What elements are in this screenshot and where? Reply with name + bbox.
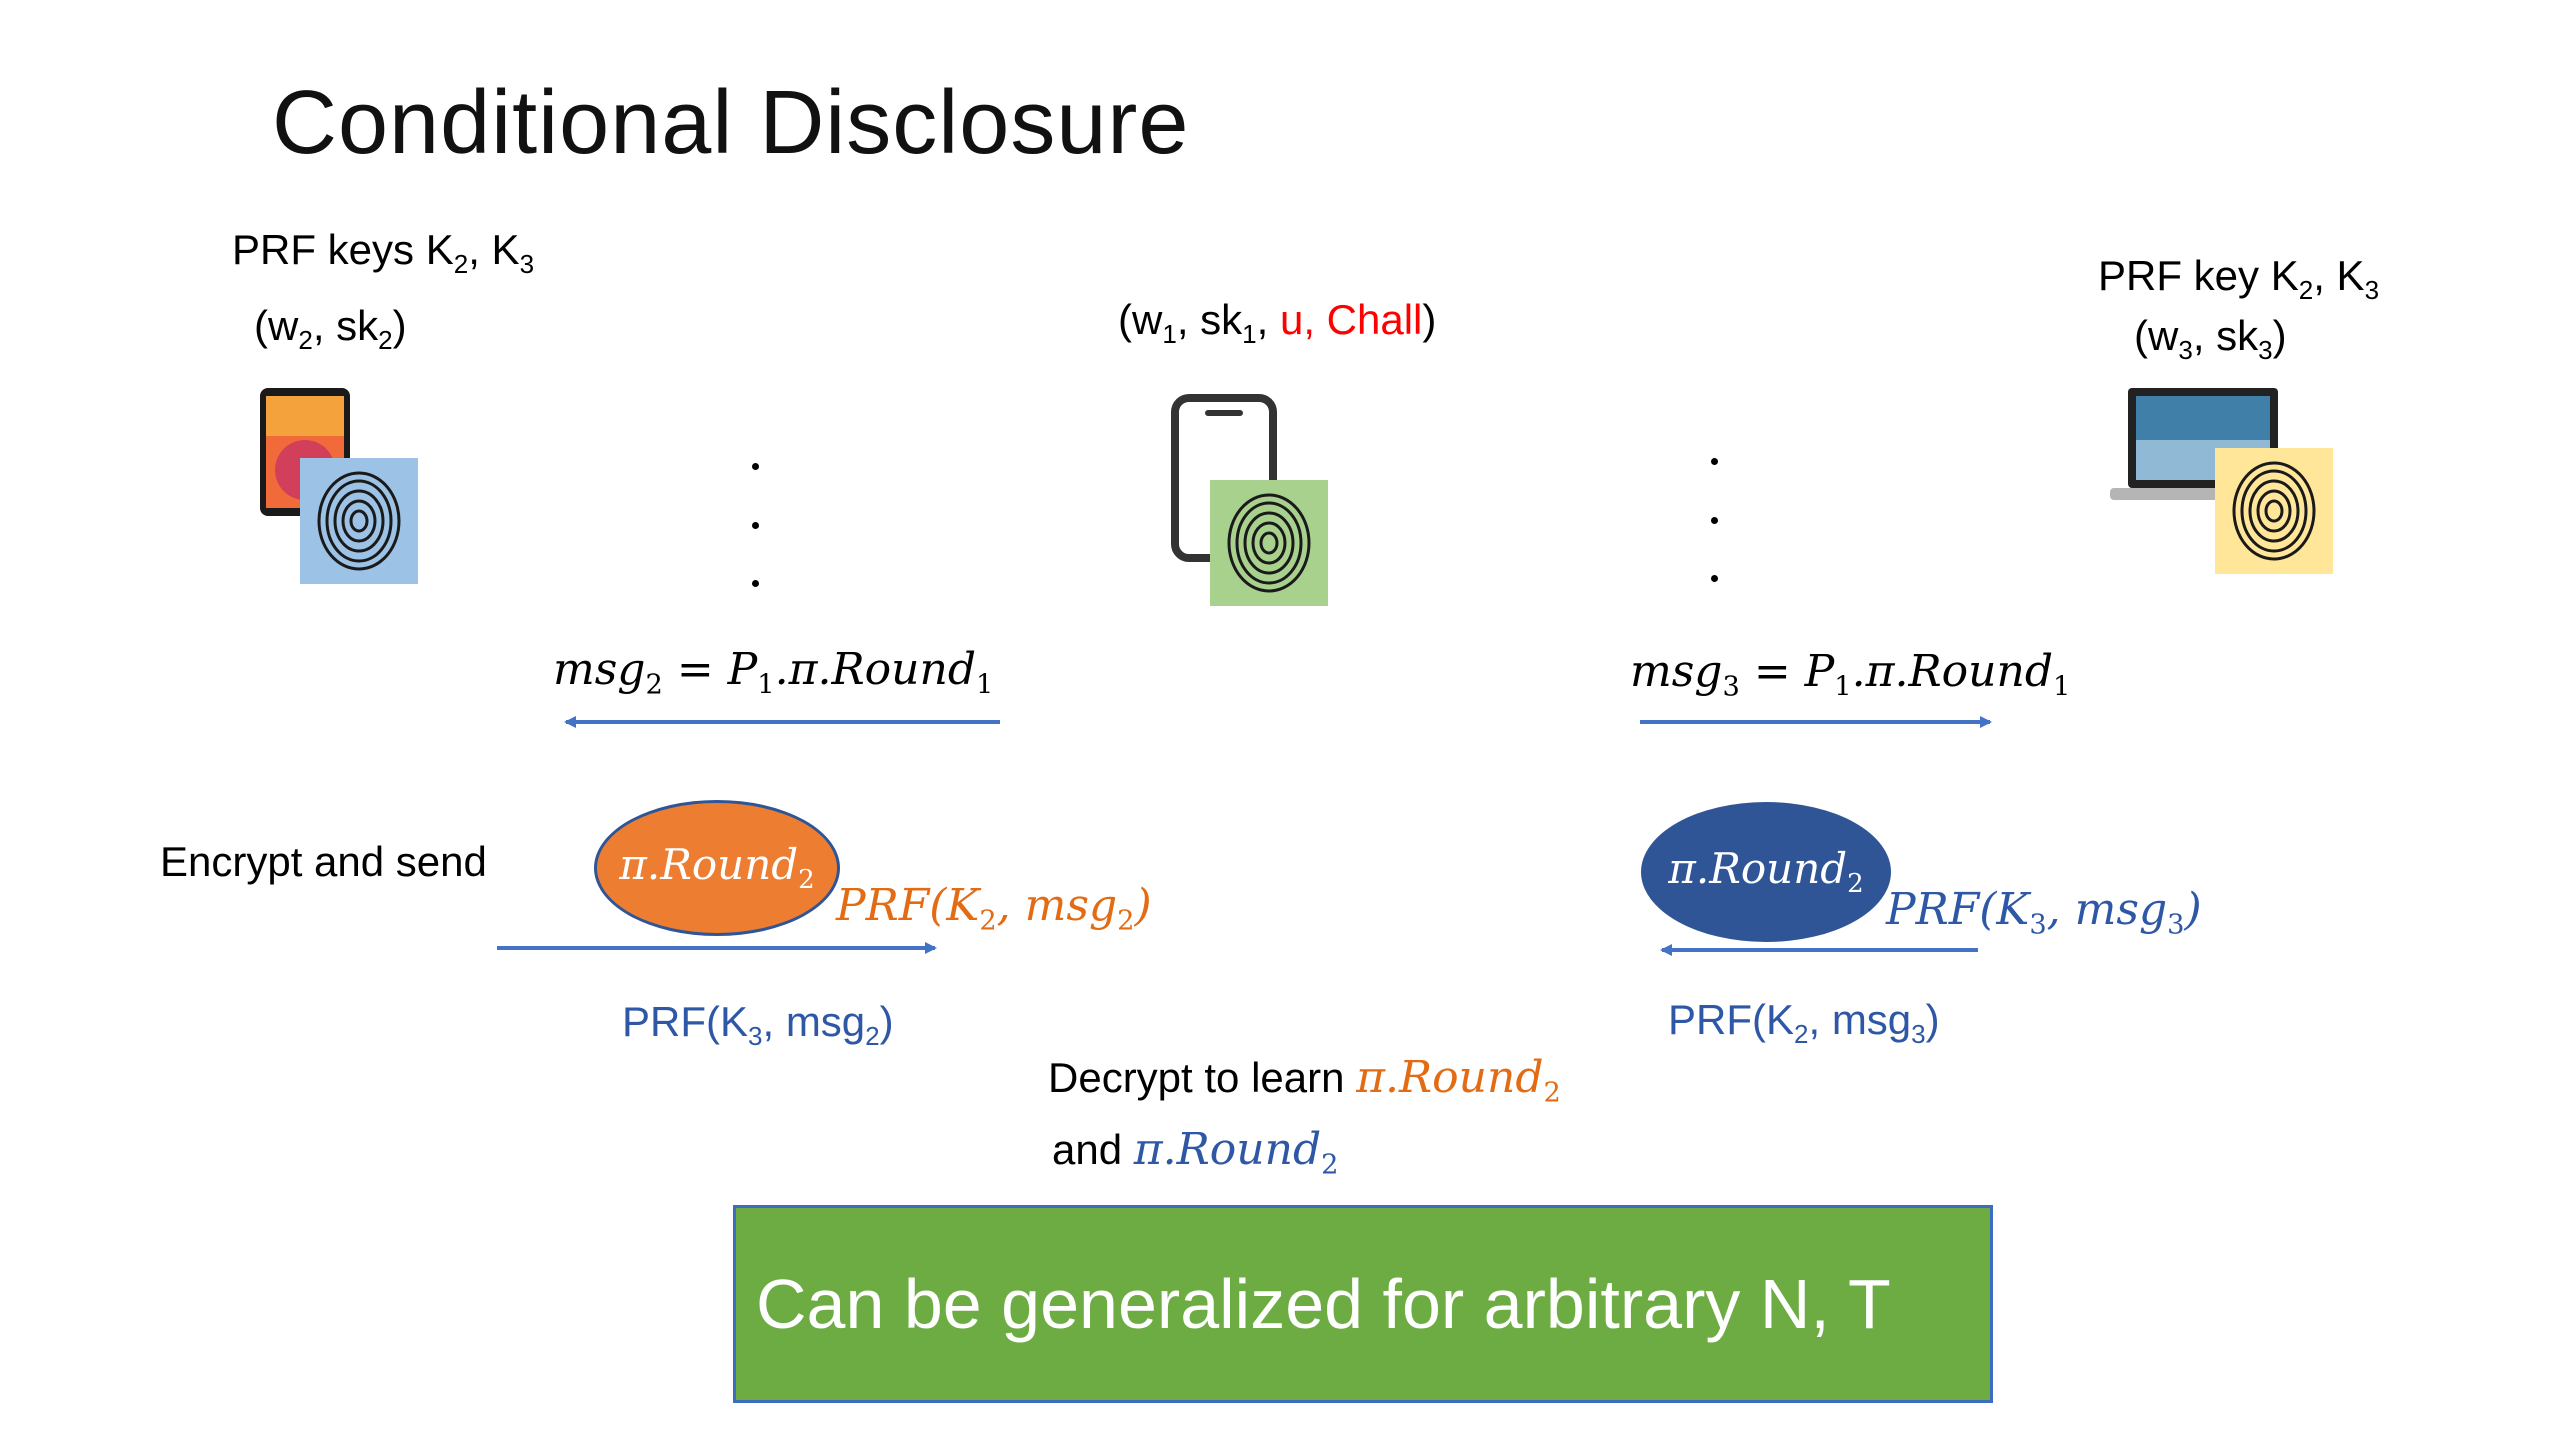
right-prf-blue: PRF(K2, msg3) bbox=[1668, 996, 1940, 1050]
right-round-ellipse: π.Round2 bbox=[1641, 802, 1891, 942]
left-round-label: π.Round2 bbox=[619, 840, 815, 896]
fingerprint-icon-right bbox=[2215, 448, 2333, 574]
right-round-label: π.Round2 bbox=[1668, 844, 1864, 900]
left-keys-label: PRF keys K2, K3 bbox=[232, 226, 535, 280]
right-keys-label: PRF key K2, K3 bbox=[2098, 252, 2380, 306]
right-prf-italic: PRF(K3, msg3) bbox=[1886, 884, 2202, 941]
right-state-label: (w3, sk3) bbox=[2134, 312, 2287, 366]
generalization-banner: Can be generalized for arbitrary N, T bbox=[733, 1205, 1993, 1403]
decrypt-line-1: Decrypt to learn π.Round2 bbox=[1048, 1052, 1561, 1109]
banner-text: Can be generalized for arbitrary N, T bbox=[756, 1265, 1891, 1343]
left-ellipsis-dot-3 bbox=[752, 580, 759, 587]
slide-title: Conditional Disclosure bbox=[272, 73, 1190, 173]
fingerprint-icon-center bbox=[1210, 480, 1328, 606]
left-ellipsis-dot-2 bbox=[752, 522, 759, 529]
right-ellipsis-dot-3 bbox=[1711, 575, 1718, 582]
left-state-label: (w2, sk2) bbox=[254, 302, 407, 356]
right-msg-equation: msg3 = P1.π.Round1 bbox=[1630, 646, 2071, 703]
left-round-ellipse: π.Round2 bbox=[594, 800, 840, 936]
right-ellipsis-dot-1 bbox=[1711, 458, 1718, 465]
left-ellipsis-dot-1 bbox=[752, 463, 759, 470]
center-state-label: (w1, sk1, u, Chall) bbox=[1118, 296, 1437, 350]
left-msg-equation: msg2 = P1.π.Round1 bbox=[553, 644, 994, 701]
left-prf-blue: PRF(K3, msg2) bbox=[622, 998, 894, 1052]
left-prf-orange: PRF(K2, msg2) bbox=[836, 880, 1152, 937]
fingerprint-icon-left bbox=[300, 458, 418, 584]
decrypt-line-2: and π.Round2 bbox=[1052, 1124, 1339, 1181]
right-ellipsis-dot-2 bbox=[1711, 517, 1718, 524]
encrypt-label: Encrypt and send bbox=[160, 838, 487, 885]
